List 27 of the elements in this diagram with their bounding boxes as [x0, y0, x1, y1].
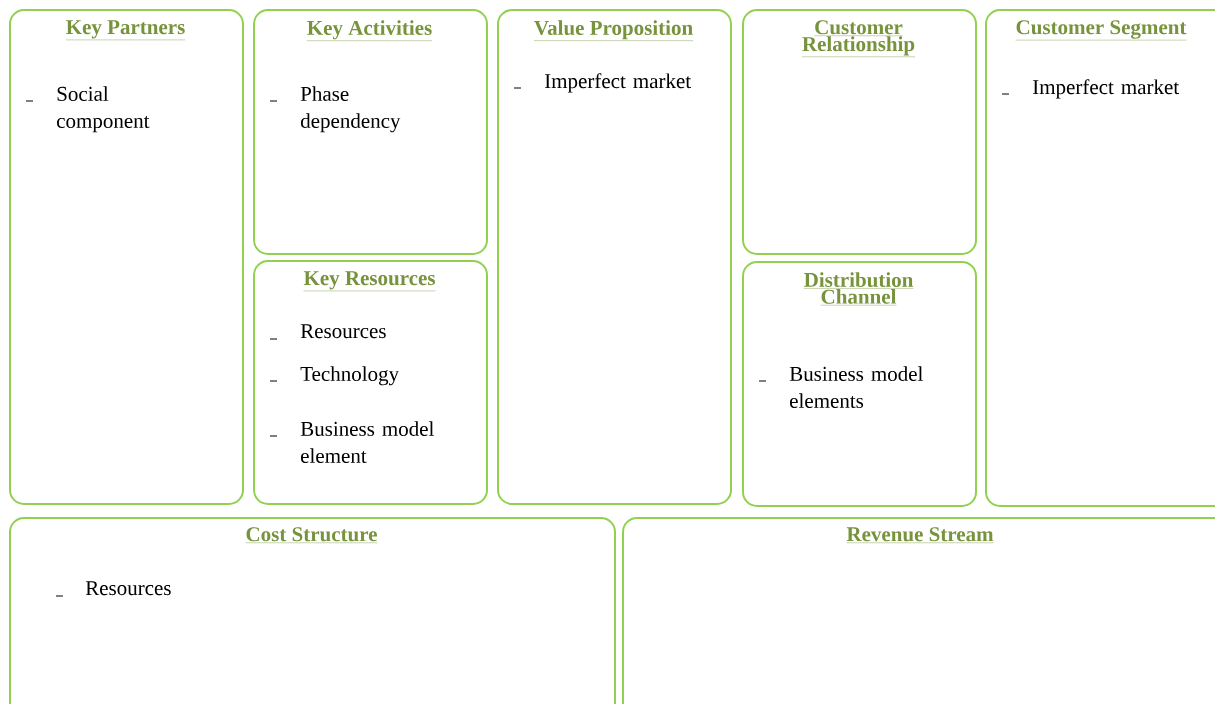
canvas-block [622, 517, 1215, 704]
bullet-item: Resources [85, 581, 171, 596]
bullet-item: Social component [57, 86, 150, 133]
canvas-block [9, 9, 244, 505]
bullet-item: Phase dependency [300, 86, 401, 133]
bullet-item: Business model elements [789, 366, 923, 408]
section-heading: Customer Relationship [801, 20, 916, 57]
canvas-block [985, 9, 1215, 507]
canvas-block [253, 260, 488, 505]
canvas-block [9, 517, 616, 704]
bullet-item: Imperfect market [1032, 79, 1179, 99]
canvas-block [742, 9, 977, 255]
section-heading: Revenue Stream [846, 527, 994, 543]
section-heading: Key Resources [303, 271, 436, 292]
bullet-item: Technology [300, 366, 399, 386]
bullet-item: Business model element [300, 421, 434, 463]
section-heading: Distribution Channel [803, 272, 914, 306]
canvas-block [742, 261, 977, 507]
bullet-item: Resources [300, 324, 386, 339]
section-heading: Key Activities [306, 20, 433, 41]
section-heading: Key Partners [65, 20, 186, 41]
bullet-item: Imperfect market [544, 73, 691, 93]
canvas-block [253, 9, 488, 255]
section-heading: Customer Segment [1015, 20, 1187, 41]
section-heading: Cost Structure [245, 527, 378, 543]
canvas-block [497, 9, 732, 505]
section-heading: Value Proposition [533, 20, 694, 41]
